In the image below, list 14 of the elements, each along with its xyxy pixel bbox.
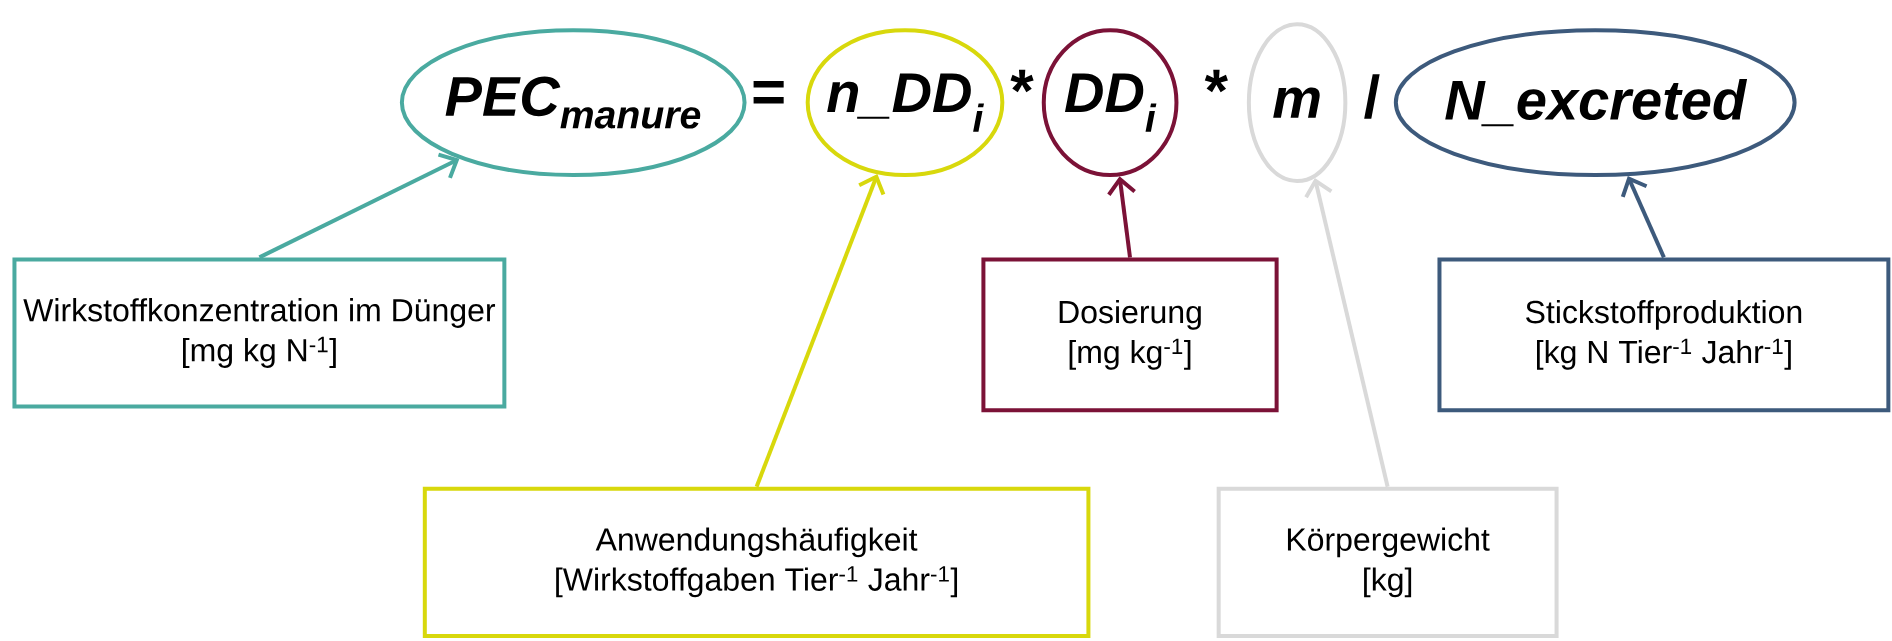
text-box: Wirkstoffkonzentration im Dünger [mg kg N$^{-1}$] <box>12 257 507 409</box>
arrow <box>1620 176 1666 259</box>
text-box: Stickstoffproduktion [kg N Tier$^{-1}$ Jahr$^{-1}$] <box>1437 257 1891 413</box>
arrow <box>258 152 460 260</box>
text-box: Körpergewicht [kg] <box>1216 486 1559 638</box>
arrow <box>754 174 886 488</box>
arrow <box>1107 176 1136 258</box>
operator-sign: = <box>753 80 784 104</box>
operator-sign: * <box>1010 69 1034 93</box>
operator-sign: * <box>1204 69 1228 93</box>
text-box: Dosierung [mg kg$^{-1}$] <box>981 257 1279 413</box>
arrow <box>1304 177 1390 488</box>
operator-sign: / <box>1364 74 1380 119</box>
text-box: Anwendungshäufigkeit [Wirkstoffgaben Tier$^{-1}$ Jahr$^{-1}$] <box>422 486 1091 638</box>
